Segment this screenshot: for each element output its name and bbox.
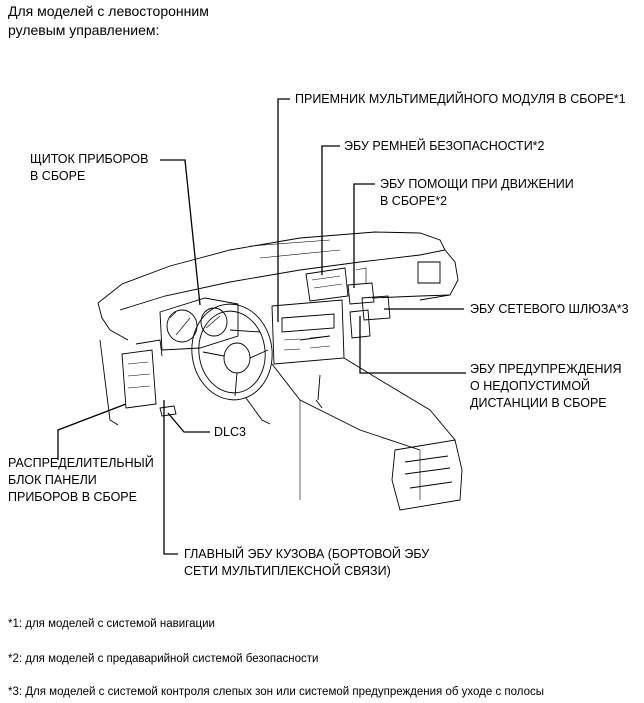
label-junction-block-line-1: РАСПРЕДЕЛИТЕЛЬНЫЙ <box>8 456 154 470</box>
label-seatbelt-ecu: ЭБУ РЕМНЕЙ БЕЗОПАСНОСТИ*2 <box>344 139 545 153</box>
label-distance-warning-ecu-line-2: О НЕДОПУСТИМОЙ <box>470 379 591 393</box>
label-main-body-ecu-line-1: ГЛАВНЫЙ ЭБУ КУЗОВА (БОРТОВОЙ ЭБУ <box>184 547 430 561</box>
gateway-ecu-drawing <box>347 267 391 321</box>
center-console-drawing <box>271 299 463 511</box>
label-distance-warning-ecu-line-1: ЭБУ ПРЕДУПРЕЖДЕНИЯ <box>470 362 622 376</box>
footnote-1: *1: для моделей с системой навигации <box>8 618 215 630</box>
label-dlc3: DLC3 <box>214 425 246 439</box>
footnote-3: *3: Для моделей с системой контроля слеп… <box>8 686 545 698</box>
heading-line-1: Для моделей с левосторонним <box>8 3 209 19</box>
footnote-2: *2: для моделей с предаварийной системой… <box>8 653 319 665</box>
label-junction-block-line-3: ПРИБОРОВ В СБОРЕ <box>8 490 137 504</box>
label-instrument-panel-junction-block: РАСПРЕДЕЛИТЕЛЬНЫЙ БЛОК ПАНЕЛИ ПРИБОРОВ В… <box>8 455 154 506</box>
label-combination-meter: ЩИТОК ПРИБОРОВ В СБОРЕ <box>30 151 148 185</box>
label-driving-support-ecu-line-1: ЭБУ ПОМОЩИ ПРИ ДВИЖЕНИИ <box>380 177 574 191</box>
heading-line-2: рулевым управлением: <box>8 22 160 38</box>
label-combination-meter-line-1: ЩИТОК ПРИБОРОВ <box>30 152 149 166</box>
combination-meter-drawing <box>159 297 239 351</box>
dlc3-connector-drawing <box>159 405 177 417</box>
label-network-gateway-ecu: ЭБУ СЕТЕВОГО ШЛЮЗА*3 <box>470 302 629 316</box>
label-junction-block-line-2: БЛОК ПАНЕЛИ <box>8 473 97 487</box>
diagram-heading: Для моделей с левосторонним рулевым упра… <box>8 2 209 40</box>
label-distance-warning-ecu-line-3: ДИСТАНЦИИ В СБОРЕ <box>470 396 607 410</box>
seatbelt-ecu-drawing <box>305 267 349 302</box>
label-main-body-ecu-line-2: СЕТИ МУЛЬТИПЛЕКСНОЙ СВЯЗИ) <box>184 564 391 578</box>
label-multimedia-receiver: ПРИЕМНИК МУЛЬТИМЕДИЙНОГО МОДУЛЯ В СБОРЕ*… <box>295 92 626 106</box>
steering-wheel-drawing <box>191 303 273 425</box>
leader-lines <box>57 98 466 555</box>
label-combination-meter-line-2: В СБОРЕ <box>30 169 86 183</box>
label-driving-support-ecu: ЭБУ ПОМОЩИ ПРИ ДВИЖЕНИИ В СБОРЕ*2 <box>380 176 574 210</box>
label-distance-warning-ecu: ЭБУ ПРЕДУПРЕЖДЕНИЯ О НЕДОПУСТИМОЙ ДИСТАН… <box>470 361 622 412</box>
label-main-body-ecu: ГЛАВНЫЙ ЭБУ КУЗОВА (БОРТОВОЙ ЭБУ СЕТИ МУ… <box>184 546 429 580</box>
label-driving-support-ecu-line-2: В СБОРЕ*2 <box>380 194 448 208</box>
distance-warning-ecu-drawing <box>349 309 371 339</box>
junction-block-drawing <box>121 339 163 409</box>
